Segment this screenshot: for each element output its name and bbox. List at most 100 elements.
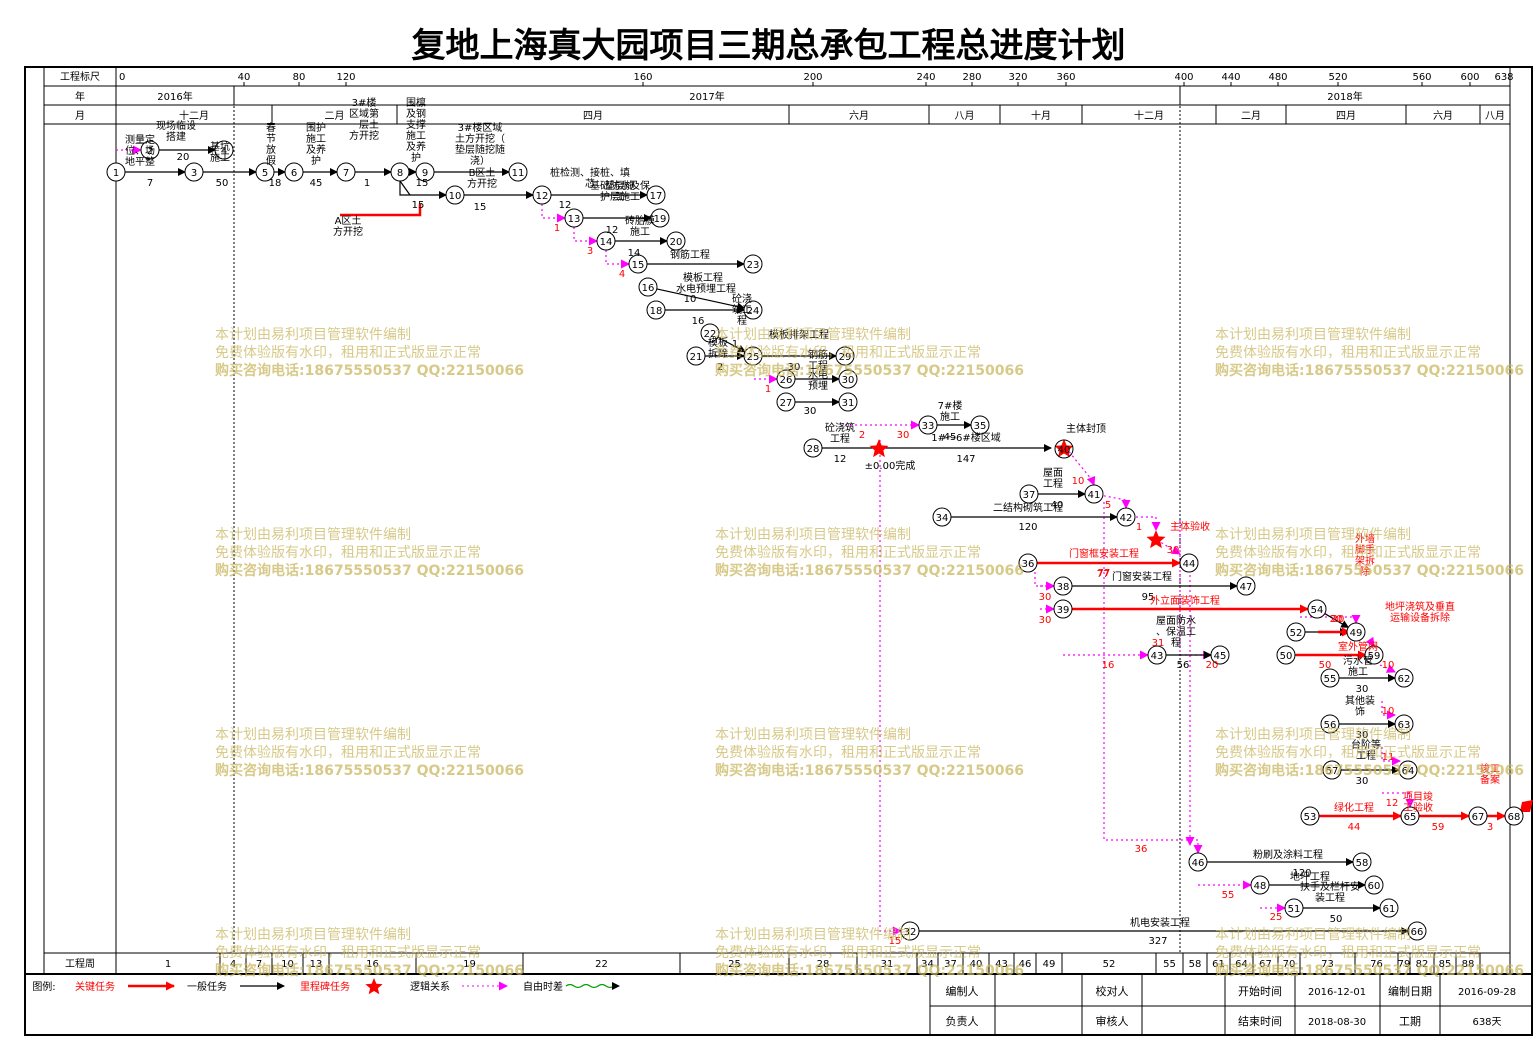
- label-line: 绿化工程: [1334, 801, 1374, 814]
- label-line: 外墙: [1355, 532, 1375, 545]
- label-line: 二结构砌筑工程: [993, 501, 1063, 514]
- node-circle: [1179, 553, 1199, 573]
- event-node: 55: [1320, 668, 1340, 688]
- task-arrow: [399, 181, 447, 199]
- node-circle: [1236, 576, 1256, 596]
- node-number: 33: [922, 421, 935, 432]
- node-number: 21: [690, 352, 703, 363]
- scale-tick: 400: [1174, 72, 1193, 83]
- event-node: 42: [1116, 507, 1136, 527]
- node-number: 48: [1254, 881, 1267, 892]
- label-line: 3#楼: [352, 96, 377, 109]
- label-line: 及钢: [406, 107, 426, 120]
- node-circle: [255, 162, 275, 182]
- week-cell: 28: [817, 959, 830, 970]
- label-line: 项目竣: [1403, 790, 1433, 803]
- node-circle: [1147, 645, 1167, 665]
- float-value: 1: [765, 384, 771, 395]
- node-number: 54: [1311, 605, 1324, 616]
- task-arrow: [717, 336, 746, 353]
- event-node: 38: [1053, 576, 1073, 596]
- node-circle: [1018, 553, 1038, 573]
- watermark: 本计划由易利项目管理软件编制免费体验版有水印，租用和正式版显示正常购买咨询电话:…: [215, 727, 524, 779]
- info-end-value: 2018-08-30: [1308, 1017, 1366, 1028]
- scale-tick: 560: [1412, 72, 1431, 83]
- node-circle: [1320, 668, 1340, 688]
- week-cell: 58: [1189, 959, 1202, 970]
- node-circle: [1019, 484, 1039, 504]
- event-node: 18: [646, 300, 666, 320]
- node-number: 27: [780, 398, 793, 409]
- task-label-t25: 1#～6#楼区域: [931, 431, 1000, 444]
- watermark: 本计划由易利项目管理软件编制免费体验版有水印，租用和正式版显示正常购买咨询电话:…: [1215, 927, 1524, 979]
- node-number: 62: [1398, 674, 1411, 685]
- node-number: 4: [221, 146, 227, 157]
- logic-link: [573, 227, 598, 246]
- logic-link: [1065, 447, 1096, 486]
- float-value: 30: [1167, 545, 1180, 556]
- event-node: 56: [1320, 714, 1340, 734]
- task-duration: 30: [1356, 776, 1369, 787]
- task-duration: 120: [1292, 868, 1311, 879]
- label-line: 扶手及栏杆安: [1300, 880, 1360, 893]
- event-node: 3: [184, 162, 204, 182]
- node-circle: [803, 438, 823, 458]
- float-value: 25: [1270, 912, 1283, 923]
- node-circle: [1346, 622, 1366, 642]
- event-node: 44: [1179, 553, 1199, 573]
- node-circle: [1394, 714, 1414, 734]
- task-duration: 15: [416, 178, 429, 189]
- node-circle: [1210, 645, 1230, 665]
- node-circle: [532, 185, 552, 205]
- node-number: 12: [536, 191, 549, 202]
- label-line: 其他装: [1345, 694, 1375, 707]
- event-node: 27: [776, 392, 796, 412]
- label-line: 地坪浇筑及垂直: [1385, 600, 1455, 613]
- task-duration: 30: [1356, 730, 1369, 741]
- label-line: 台阶等: [1351, 738, 1381, 751]
- node-circle: [106, 162, 126, 182]
- task-duration: 120: [1018, 522, 1037, 533]
- label-line: 假: [266, 154, 276, 167]
- node-circle: [932, 507, 952, 527]
- node-number: 24: [747, 306, 760, 317]
- event-node: 67: [1468, 806, 1488, 826]
- logic-link: [1093, 493, 1131, 509]
- node-number: 19: [654, 214, 667, 225]
- scale-tick: 200: [803, 72, 822, 83]
- month-label: 月: [75, 110, 85, 122]
- float-value: 10: [1382, 706, 1395, 717]
- label-line: 护: [311, 154, 321, 167]
- node-circle: [1054, 439, 1074, 459]
- milestone-star: [1054, 439, 1074, 458]
- node-number: 32: [904, 927, 917, 938]
- float-value: 16: [1102, 660, 1115, 671]
- event-node: 48: [1250, 875, 1270, 895]
- week-cell: 1: [165, 959, 171, 970]
- label-line: 地平整: [125, 155, 155, 168]
- label-line: 工程: [1356, 750, 1376, 762]
- info-editor-label: 编制人: [946, 984, 979, 998]
- label-line: 粉刷及涂料工程: [1253, 848, 1323, 861]
- node-number: 9: [422, 168, 428, 179]
- week-cell: 19: [463, 959, 476, 970]
- info-start-label: 开始时间: [1238, 984, 1282, 998]
- node-circle: [140, 140, 160, 160]
- label-line: 测量定: [125, 133, 155, 146]
- node-number: 31: [842, 398, 855, 409]
- event-node: 45: [1210, 645, 1230, 665]
- node-number: 63: [1398, 720, 1411, 731]
- node-circle: [184, 162, 204, 182]
- scale-tick: 160: [633, 72, 652, 83]
- label-line: 砖胎膜: [625, 214, 655, 227]
- year-cell: 2016年: [157, 90, 192, 103]
- node-number: 39: [1057, 605, 1070, 616]
- month-cell: 十二月: [1134, 109, 1164, 122]
- label-line: 现场临设: [156, 119, 196, 132]
- watermark: 本计划由易利项目管理软件编制免费体验版有水印，租用和正式版显示正常购买咨询电话:…: [715, 927, 1024, 979]
